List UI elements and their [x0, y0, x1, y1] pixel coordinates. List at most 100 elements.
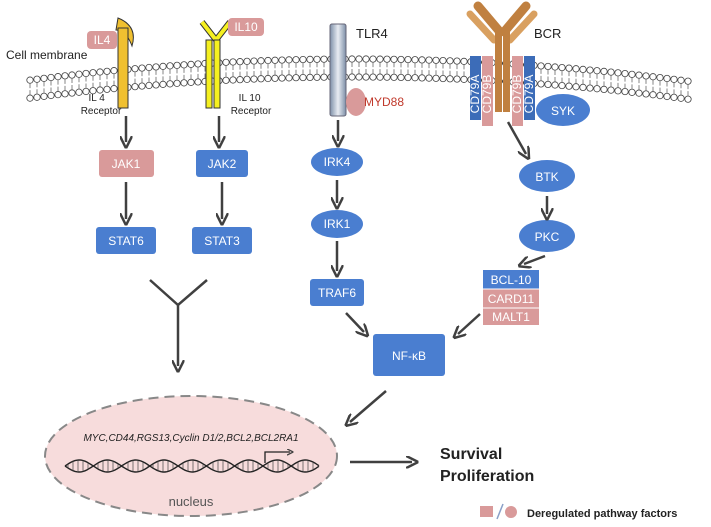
lipid-head: [264, 56, 272, 65]
lipid-head: [222, 76, 230, 84]
lipid-head: [593, 85, 601, 93]
node-pkc: PKC: [519, 220, 575, 252]
lipid-head: [131, 83, 139, 91]
lipid-head: [187, 60, 195, 68]
lipid-head: [439, 74, 447, 83]
svg-text:STAT6: STAT6: [108, 234, 144, 248]
lipid-head: [656, 92, 664, 100]
lipid-head: [222, 58, 230, 66]
node-irk1: IRK1: [311, 210, 363, 238]
lipid-head: [54, 73, 62, 81]
lipid-head: [152, 81, 160, 89]
lipid-head: [131, 65, 139, 73]
lipid-head: [355, 55, 363, 63]
lipid-head: [649, 73, 657, 81]
lipid-head: [628, 88, 636, 96]
lipid-head: [173, 79, 181, 87]
cell-membrane-label: Cell membrane: [6, 48, 88, 62]
lipid-head: [306, 55, 314, 64]
svg-text:IRK1: IRK1: [324, 217, 351, 231]
lipid-head: [649, 91, 657, 99]
lipid-head: [173, 61, 181, 69]
lipid-head: [166, 80, 174, 88]
node-irk4: IRK4: [311, 148, 363, 176]
lipid-head: [369, 55, 377, 63]
node-syk: SYK: [536, 94, 590, 126]
svg-text:CD79B: CD79B: [480, 75, 494, 114]
lipid-head: [663, 92, 671, 101]
lipid-head: [572, 65, 580, 73]
lipid-head: [579, 65, 587, 73]
arrows: [126, 116, 547, 462]
lipid-head: [320, 55, 328, 63]
lipid-head: [362, 55, 370, 63]
lipid-head: [600, 67, 608, 76]
lipid-head: [390, 55, 398, 63]
lipid-head: [656, 74, 664, 82]
lipid-head: [670, 93, 678, 101]
lipid-head: [250, 75, 258, 83]
lipid-head: [152, 63, 160, 71]
myd88-adapter: [346, 88, 366, 116]
lipid-head: [663, 74, 671, 83]
lipid-head: [432, 74, 440, 82]
lipid-head: [383, 55, 391, 63]
legend-square-swatch: [480, 506, 493, 517]
lipid-head: [614, 87, 622, 95]
lipid-head: [257, 75, 265, 83]
svg-text:PKC: PKC: [535, 230, 560, 244]
node-malt1: MALT1: [492, 310, 530, 324]
lipid-head: [348, 55, 356, 63]
lipid-head: [40, 74, 48, 82]
lipid-head: [579, 83, 587, 91]
lipid-head: [586, 66, 594, 74]
tlr4-receptor: [329, 23, 347, 117]
svg-text:SYK: SYK: [551, 104, 575, 118]
lipid-head: [306, 73, 314, 82]
lipid-head: [194, 78, 202, 86]
lipid-head: [684, 95, 692, 103]
svg-text:JAK2: JAK2: [208, 157, 237, 171]
lipid-head: [54, 91, 62, 99]
lipid-head: [460, 57, 468, 65]
lipid-head: [537, 62, 545, 70]
lipid-head: [439, 56, 447, 65]
lipid-head: [243, 75, 251, 83]
lipid-head: [544, 80, 552, 89]
lipid-head: [614, 69, 622, 77]
lipid-head: [278, 56, 286, 64]
lipid-head: [677, 76, 685, 84]
lipid-head: [425, 74, 433, 82]
lipid-head: [285, 56, 293, 64]
lipid-head: [229, 76, 237, 84]
lipid-head: [243, 57, 251, 65]
lipid-head: [642, 72, 650, 80]
lipid-head: [404, 55, 412, 64]
lipid-head: [628, 70, 636, 78]
bcr-label: BCR: [534, 26, 561, 41]
nucleus-genes: MYC,CD44,RGS13,Cyclin D1/2,BCL2,BCL2RA1: [83, 433, 298, 444]
lipid-head: [250, 57, 258, 65]
il4-receptor: [115, 17, 134, 109]
lipid-head: [47, 91, 55, 100]
lipid-head: [292, 56, 300, 64]
lipid-head: [180, 61, 188, 69]
lipid-head: [432, 56, 440, 64]
node-bcl10: BCL-10: [491, 273, 532, 287]
node-btk: BTK: [519, 160, 575, 192]
svg-text:CD79A: CD79A: [522, 75, 536, 114]
lipid-head: [166, 62, 174, 70]
lipid-head: [607, 86, 615, 94]
lipid-head: [271, 56, 279, 64]
lipid-head: [593, 67, 601, 75]
lipid-head: [292, 74, 300, 82]
lipid-head: [103, 85, 111, 93]
lipid-head: [159, 80, 167, 88]
lipid-head: [551, 81, 559, 89]
svg-text:IRK4: IRK4: [324, 155, 351, 169]
node-stat6: STAT6: [96, 227, 156, 254]
lipid-head: [26, 94, 34, 102]
lipid-head: [145, 63, 153, 72]
svg-text:CD79A: CD79A: [468, 75, 482, 114]
lipid-head: [460, 75, 468, 83]
